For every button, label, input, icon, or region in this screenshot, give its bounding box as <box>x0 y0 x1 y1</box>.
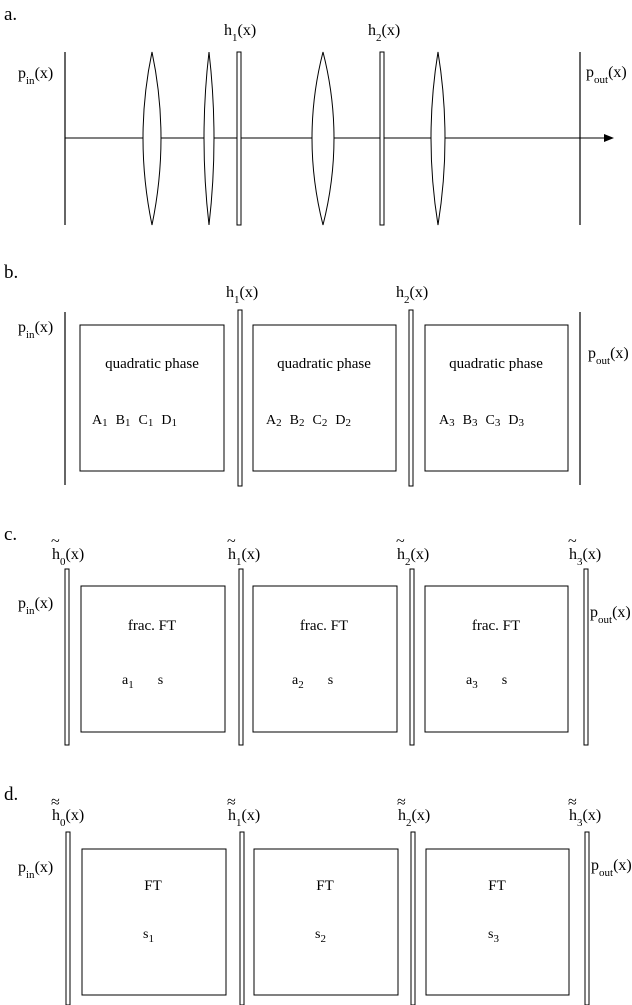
box-1-title: FT <box>144 878 162 894</box>
filter-plate-h1 <box>239 831 245 1005</box>
svg-text:≈: ≈ <box>568 794 577 811</box>
svg-text:~: ~ <box>568 533 577 550</box>
filter-label-h3: ~ h3(x) <box>568 533 601 568</box>
box-1-params: s1 <box>143 927 154 945</box>
panel-a: a. pin(x) h1(x) h2(x) pout(x) <box>4 4 627 226</box>
optical-axis-arrowhead <box>604 134 614 142</box>
output-label: pout(x) <box>586 64 627 86</box>
svg-text:h3(x): h3(x) <box>569 807 601 829</box>
filter-label-h1: h1(x) <box>226 284 258 306</box>
quadratic-phase-box-3 <box>424 324 569 472</box>
lens-1 <box>142 51 162 226</box>
panel-d-label: d. <box>4 784 18 805</box>
ft-box-1 <box>81 848 227 996</box>
box-3-params: s3 <box>488 927 499 945</box>
svg-text:h2(x): h2(x) <box>397 546 429 568</box>
filter-plate-h0 <box>64 568 70 746</box>
svg-text:≈: ≈ <box>51 794 60 811</box>
filter-label-h2: h2(x) <box>396 284 428 306</box>
lens-4 <box>430 51 446 226</box>
filter-plate-h3 <box>584 831 590 1005</box>
input-label: pin(x) <box>18 595 53 617</box>
frac-ft-box-3 <box>424 585 569 733</box>
output-label: pout(x) <box>588 345 629 367</box>
svg-text:~: ~ <box>396 533 405 550</box>
filter-label-h2: h2(x) <box>368 22 400 44</box>
ft-box-3 <box>425 848 570 996</box>
input-label: pin(x) <box>18 65 53 87</box>
filter-label-h3: ≈ h3(x) <box>568 794 601 829</box>
frac-ft-box-1 <box>80 585 226 733</box>
filter-label-h0: ~ h0(x) <box>51 533 84 568</box>
panel-d: d. pin(x) FT FT FT s1 s2 s3 ≈ h0(x) ≈ h1… <box>4 784 632 1005</box>
filter-label-h2: ~ h2(x) <box>396 533 429 568</box>
lens-2 <box>203 51 215 226</box>
filter-plate-h1 <box>237 309 243 487</box>
filter-label-h0: ≈ h0(x) <box>51 794 84 829</box>
svg-text:≈: ≈ <box>227 794 236 811</box>
box-1-title: quadratic phase <box>105 356 199 372</box>
box-3-title: frac. FT <box>472 618 520 634</box>
frac-ft-box-2 <box>252 585 398 733</box>
panel-a-label: a. <box>4 4 17 25</box>
svg-text:h1(x): h1(x) <box>228 807 260 829</box>
svg-text:≈: ≈ <box>397 794 406 811</box>
svg-text:h3(x): h3(x) <box>569 546 601 568</box>
filter-plate-h2 <box>408 309 414 487</box>
svg-text:h0(x): h0(x) <box>52 546 84 568</box>
quadratic-phase-box-1 <box>79 324 225 472</box>
output-label: pout(x) <box>591 857 632 879</box>
svg-text:~: ~ <box>51 533 60 550</box>
ft-box-2 <box>253 848 399 996</box>
quadratic-phase-box-2 <box>252 324 397 472</box>
box-1-title: frac. FT <box>128 618 176 634</box>
filter-label-h1: ≈ h1(x) <box>227 794 260 829</box>
filter-plate-h3 <box>583 568 589 746</box>
svg-text:~: ~ <box>227 533 236 550</box>
filter-plate-h2 <box>410 831 416 1005</box>
box-2-params: s2 <box>315 927 326 945</box>
svg-text:h1(x): h1(x) <box>228 546 260 568</box>
panel-b: b. pin(x) quadratic phase quadratic phas… <box>4 262 629 487</box>
box-3-title: FT <box>488 878 506 894</box>
box-3-title: quadratic phase <box>449 356 543 372</box>
filter-label-h2: ≈ h2(x) <box>397 794 430 829</box>
panel-b-label: b. <box>4 262 18 283</box>
filter-label-h1: h1(x) <box>224 22 256 44</box>
panel-c-label: c. <box>4 524 17 545</box>
svg-text:h2(x): h2(x) <box>398 807 430 829</box>
filter-plate-h2 <box>409 568 415 746</box>
filter-label-h1: ~ h1(x) <box>227 533 260 568</box>
box-2-title: FT <box>316 878 334 894</box>
filter-plate-h0 <box>65 831 71 1005</box>
box-2-title: quadratic phase <box>277 356 371 372</box>
filter-plate-h2 <box>379 51 385 226</box>
input-label: pin(x) <box>18 859 53 881</box>
filter-plate-h1 <box>236 51 242 226</box>
lens-3 <box>311 51 335 226</box>
output-label: pout(x) <box>590 604 631 626</box>
svg-text:h0(x): h0(x) <box>52 807 84 829</box>
filter-plate-h1 <box>238 568 244 746</box>
box-2-title: frac. FT <box>300 618 348 634</box>
input-label: pin(x) <box>18 319 53 341</box>
